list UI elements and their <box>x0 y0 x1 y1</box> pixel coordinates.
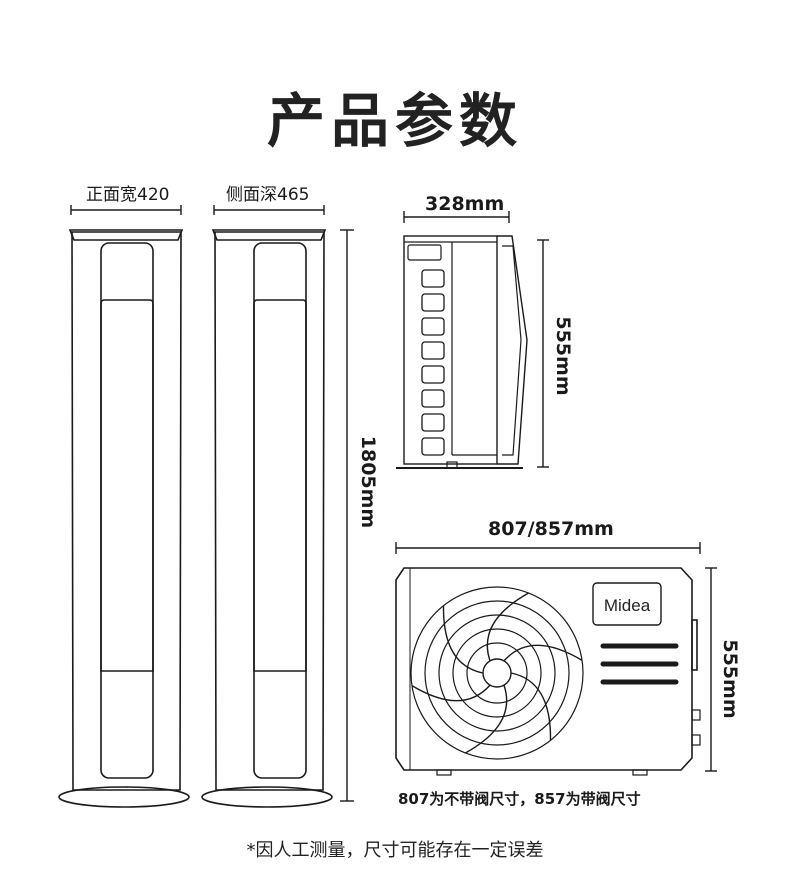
louver-fin <box>421 437 445 456</box>
louver-fin <box>421 389 445 408</box>
indoor-unit-front <box>58 205 190 808</box>
fan-grille <box>410 586 584 760</box>
outdoor-unit-front <box>395 542 717 776</box>
page-title: 产品参数 <box>266 87 523 155</box>
fan-hub <box>482 658 512 688</box>
fan-blade <box>503 644 583 662</box>
louver-fin <box>421 365 445 384</box>
outdoor-side-width-label: 328mm <box>425 193 505 215</box>
outdoor-front-width-label: 807/857mm <box>488 518 614 540</box>
louver-fin <box>421 293 445 312</box>
fan-blade <box>442 605 484 674</box>
grille-ring <box>438 614 556 732</box>
indoor-front-width-label: 正面宽420 <box>86 185 170 205</box>
grille-ring <box>410 586 584 760</box>
outdoor-valve-caption: 807为不带阀尺寸，857为带阀尺寸 <box>398 790 641 808</box>
grille-ring <box>452 628 542 718</box>
indoor-unit-side <box>201 205 333 808</box>
outdoor-unit-side <box>396 211 549 469</box>
grille-ring <box>424 600 570 746</box>
fan-blade <box>411 684 491 702</box>
midea-logo: Midea <box>604 596 651 615</box>
louver-fin <box>421 341 445 360</box>
louver-fin <box>421 269 445 288</box>
louver-fin <box>421 317 445 336</box>
indoor-height-dimension <box>340 229 354 802</box>
louver-fin <box>421 413 445 432</box>
fan-blade <box>465 684 508 754</box>
measurement-note: *因人工测量，尺寸可能存在一定误差 <box>246 840 544 861</box>
grille-ring <box>466 642 528 704</box>
fan-blade <box>510 672 552 741</box>
fan-blade <box>486 592 529 662</box>
indoor-side-depth-label: 侧面深465 <box>226 185 310 205</box>
